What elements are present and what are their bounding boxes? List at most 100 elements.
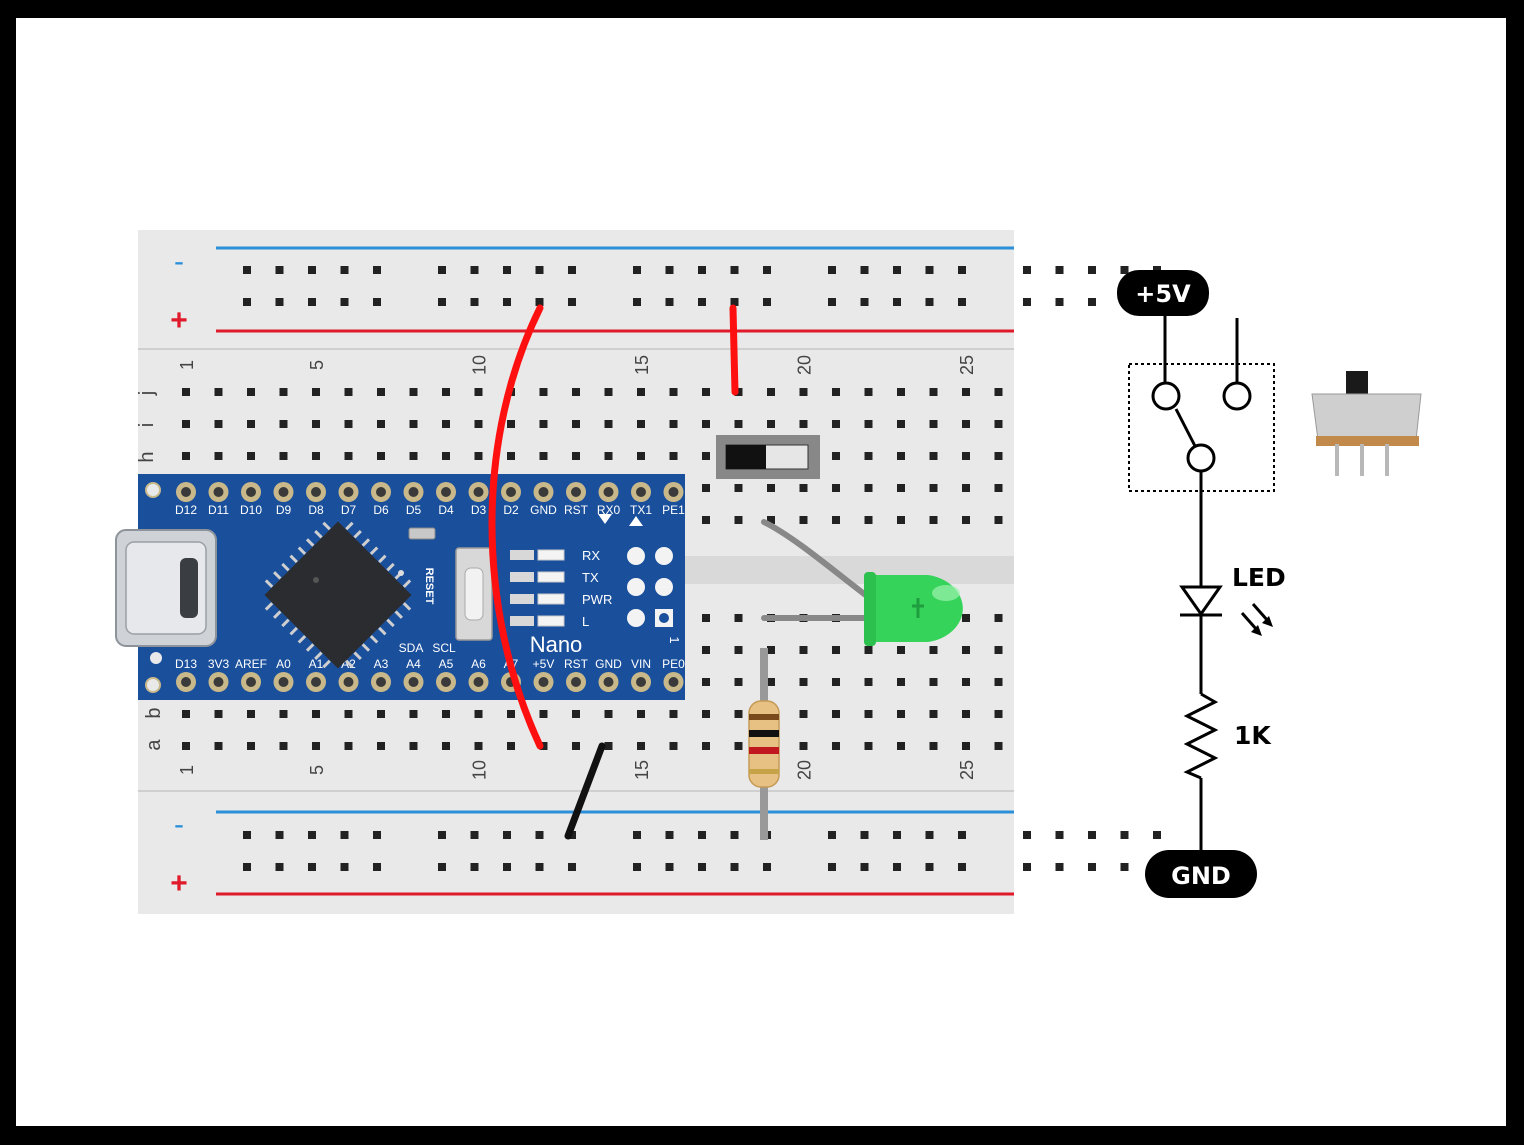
breadboard-hole xyxy=(799,710,808,718)
breadboard-hole xyxy=(572,710,580,718)
rail-hole xyxy=(665,298,674,306)
chip-leg xyxy=(402,579,412,588)
rail-hole xyxy=(1023,831,1031,839)
top-pin-label: D8 xyxy=(308,503,324,517)
header-pin-hole xyxy=(246,487,256,497)
rail-hole xyxy=(535,831,544,839)
header-pin-hole xyxy=(343,677,354,687)
breadboard-hole xyxy=(832,452,840,460)
row-letter-a: a xyxy=(143,739,165,751)
rail-hole xyxy=(828,298,836,306)
bottom-pin-label: D13 xyxy=(175,657,197,671)
chip-leg xyxy=(394,610,403,619)
breadboard-hole xyxy=(669,388,678,396)
status-led-label: TX xyxy=(582,570,599,585)
rail-hole xyxy=(730,266,739,274)
header-pin-hole xyxy=(311,487,321,497)
column-number: 1 xyxy=(177,765,197,775)
chip-leg xyxy=(273,610,282,619)
black-wire-gnd xyxy=(564,742,606,840)
breadboard-hole xyxy=(702,646,710,654)
breadboard-hole xyxy=(507,420,515,428)
breadboard-hole xyxy=(377,452,385,460)
bottom-pin-label: A6 xyxy=(471,657,486,671)
rail-hole xyxy=(698,298,706,306)
rail-hole xyxy=(568,298,576,306)
breadboard-hole xyxy=(767,678,775,686)
breadboard-hole xyxy=(344,388,353,396)
resistor-band-1 xyxy=(749,714,779,720)
bottom-pin-label: AREF xyxy=(235,657,267,671)
breadboard-hole xyxy=(182,742,190,750)
breadboard-hole xyxy=(929,420,938,428)
breadboard-hole xyxy=(247,420,255,428)
rail-plus-label-top: + xyxy=(170,304,188,337)
schematic: +5V LED 1K GND xyxy=(1117,270,1286,898)
top-pin-label: D7 xyxy=(341,503,357,517)
resistor-component xyxy=(748,648,780,840)
header-pin-hole xyxy=(278,677,289,687)
rail-hole xyxy=(438,298,446,306)
rail-hole xyxy=(1055,863,1064,871)
breadboard-hole xyxy=(994,484,1003,492)
rail-hole xyxy=(1088,831,1096,839)
breadboard-hole xyxy=(897,678,905,686)
breadboard-hole xyxy=(702,452,710,460)
reset-button[interactable] xyxy=(464,567,484,621)
led-anode-lead xyxy=(761,519,879,606)
breadboard-hole xyxy=(377,710,385,718)
breadboard-hole xyxy=(247,742,255,750)
rail-divider-top xyxy=(138,348,1014,350)
rail-hole xyxy=(503,298,511,306)
breadboard-hole xyxy=(799,516,808,524)
rail-hole xyxy=(958,266,966,274)
rail-hole xyxy=(1055,831,1064,839)
switch-actuator[interactable] xyxy=(726,445,766,469)
breadboard-hole xyxy=(637,420,645,428)
reset-button-group: RESET xyxy=(423,547,493,641)
chip-leg xyxy=(281,562,290,572)
breadboard-hole xyxy=(897,452,905,460)
bottom-pin-label: A0 xyxy=(276,657,291,671)
breadboard-hole xyxy=(929,646,938,654)
header-pin-hole xyxy=(408,487,419,497)
top-pin-label: D9 xyxy=(276,503,292,517)
breadboard-hole xyxy=(182,710,190,718)
breadboard-hole xyxy=(442,742,450,750)
breadboard-hole xyxy=(409,420,418,428)
photo-switch-pin xyxy=(1360,444,1364,476)
breadboard-hole xyxy=(702,388,710,396)
chip-leg xyxy=(378,626,387,636)
rail-hole xyxy=(893,831,901,839)
rail-hole xyxy=(275,863,284,871)
rail-hole xyxy=(893,266,901,274)
top-pin-label: D4 xyxy=(438,503,454,517)
breadboard-hole xyxy=(312,420,320,428)
breadboard-hole xyxy=(279,388,288,396)
breadboard-hole xyxy=(507,742,515,750)
header-pin-hole xyxy=(376,487,386,497)
breadboard-hole xyxy=(214,388,223,396)
breadboard-hole xyxy=(962,516,970,524)
header-pin-hole xyxy=(311,677,321,687)
breadboard-hole xyxy=(734,710,743,718)
row-letters-bottom: b a xyxy=(143,707,165,750)
chip-leg xyxy=(386,562,395,572)
header-pin-hole xyxy=(408,677,419,687)
rail-hole xyxy=(698,863,706,871)
status-led xyxy=(537,615,565,627)
chip-leg xyxy=(314,530,323,539)
header-pin-hole xyxy=(603,487,614,497)
rail-hole xyxy=(275,831,284,839)
breadboard-hole xyxy=(929,678,938,686)
column-number: 15 xyxy=(632,760,652,780)
rail-hole xyxy=(1120,863,1129,871)
mcu-chip xyxy=(264,521,412,669)
resistor-band-4 xyxy=(749,769,779,774)
photo-switch-base xyxy=(1316,436,1419,446)
header-pin-hole xyxy=(376,677,386,687)
rail-hole xyxy=(535,266,544,274)
breadboard-hole xyxy=(669,420,678,428)
rail-hole xyxy=(633,863,641,871)
